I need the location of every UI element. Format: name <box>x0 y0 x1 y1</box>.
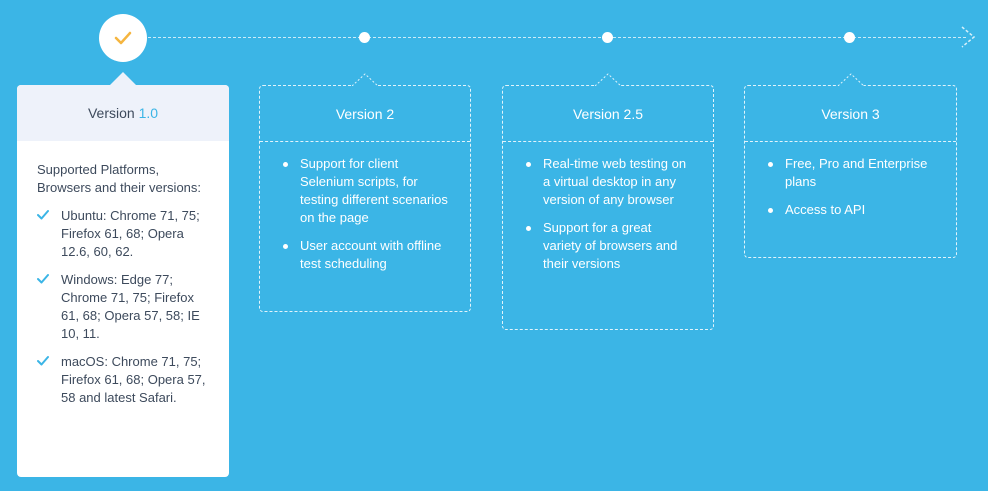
check-icon <box>37 274 49 284</box>
version-number: 1.0 <box>138 105 159 121</box>
platform-list: Ubuntu: Chrome 71, 75; Firefox 61, 68; O… <box>37 207 209 407</box>
list-item: Support for client Selenium scripts, for… <box>280 155 450 227</box>
version-card-2-5: Version 2.5 Real-time web testing on a v… <box>502 73 714 330</box>
check-icon <box>37 210 49 220</box>
list-item: Ubuntu: Chrome 71, 75; Firefox 61, 68; O… <box>37 207 209 261</box>
feature-list: Real-time web testing on a virtual deskt… <box>523 155 693 273</box>
timeline-step-dot[interactable] <box>602 32 613 43</box>
card-title: Version 2.5 <box>503 86 713 142</box>
card-body: Free, Pro and Enterprise plans Access to… <box>745 142 956 219</box>
timeline-line <box>148 37 966 38</box>
card-body: Supported Platforms, Browsers and their … <box>17 141 229 407</box>
card-pointer <box>837 73 864 86</box>
check-icon <box>114 31 132 45</box>
feature-list: Free, Pro and Enterprise plans Access to… <box>765 155 936 219</box>
list-item: macOS: Chrome 71, 75; Firefox 61, 68; Op… <box>37 353 209 407</box>
check-icon <box>37 356 49 366</box>
list-item-text: Windows: Edge 77; Chrome 71, 75; Firefox… <box>61 272 200 341</box>
version-label: Version <box>87 105 139 121</box>
card-body: Real-time web testing on a virtual deskt… <box>503 142 713 273</box>
timeline-step-current[interactable] <box>99 14 147 62</box>
card-pointer <box>110 72 136 85</box>
card-body: Support for client Selenium scripts, for… <box>260 142 470 273</box>
list-item: Real-time web testing on a virtual deskt… <box>523 155 693 209</box>
list-item: Support for a great variety of browsers … <box>523 219 693 273</box>
version-card-1-0: Version 1.0 Supported Platforms, Browser… <box>17 72 229 477</box>
card-title: Version 3 <box>745 86 956 142</box>
card-pointer <box>352 73 378 86</box>
chevron-right-icon <box>961 26 976 48</box>
list-item: Windows: Edge 77; Chrome 71, 75; Firefox… <box>37 271 209 343</box>
list-item: User account with offline test schedulin… <box>280 237 450 273</box>
card-title: Version 2 <box>260 86 470 142</box>
version-card-2: Version 2 Support for client Selenium sc… <box>259 73 471 312</box>
list-item-text: macOS: Chrome 71, 75; Firefox 61, 68; Op… <box>61 354 206 405</box>
feature-list: Support for client Selenium scripts, for… <box>280 155 450 273</box>
list-item-text: Ubuntu: Chrome 71, 75; Firefox 61, 68; O… <box>61 208 200 259</box>
list-item: Access to API <box>765 201 936 219</box>
card-pointer <box>595 73 621 86</box>
card-title: Version 1.0 <box>17 85 229 141</box>
timeline-step-dot[interactable] <box>359 32 370 43</box>
list-item: Free, Pro and Enterprise plans <box>765 155 936 191</box>
version-card-3: Version 3 Free, Pro and Enterprise plans… <box>744 73 957 258</box>
card-intro: Supported Platforms, Browsers and their … <box>37 162 202 195</box>
timeline-step-dot[interactable] <box>844 32 855 43</box>
